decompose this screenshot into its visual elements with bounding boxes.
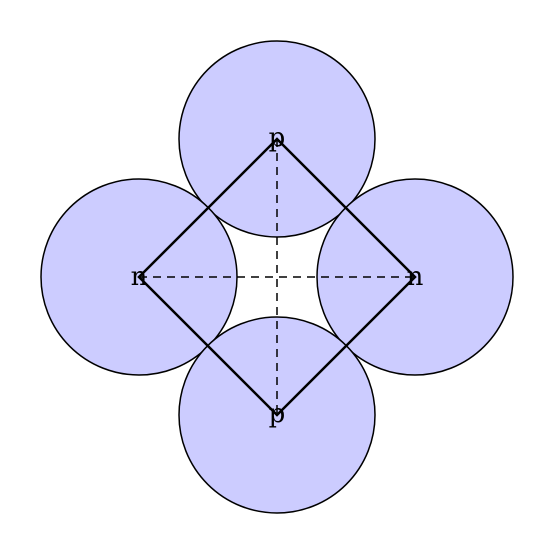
label-bottom: p — [269, 399, 286, 429]
label-right: n — [407, 262, 424, 292]
label-left: n — [131, 262, 148, 292]
connecting-square — [137, 137, 417, 417]
label-top: p — [269, 123, 286, 153]
